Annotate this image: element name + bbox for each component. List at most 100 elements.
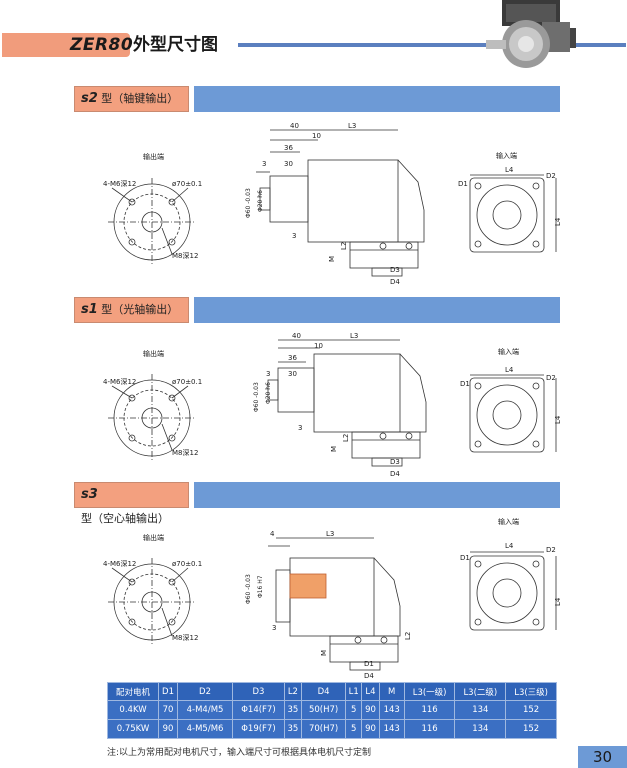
dim-m: M xyxy=(328,256,336,262)
dim-l2: L2 xyxy=(340,242,348,250)
col-d2: D2 xyxy=(176,682,234,701)
dim-l4: L4 xyxy=(505,366,514,374)
col-l3-stage2: L3(二级) xyxy=(454,682,507,701)
dim-d2: D2 xyxy=(546,172,556,180)
dim-36: 36 xyxy=(288,354,297,362)
dim-3a: 3 xyxy=(272,624,276,632)
dim-3b: 3 xyxy=(292,232,296,240)
table-header-row: 配对电机 D1 D2 D3 L2 D4 L1 L4 M L3(一级) L3(二级… xyxy=(106,682,557,701)
footnote: 注:以上为常用配对电机尺寸，输入端尺寸可根据具体电机尺寸定制 xyxy=(107,748,372,758)
motor-adapter xyxy=(329,635,399,663)
table-row: 0.4KW 70 4-M4/M5 Φ14(F7) 35 50(H7) 5 90 … xyxy=(106,700,557,720)
input-flange-circle xyxy=(476,562,538,624)
header-rule xyxy=(238,43,626,47)
dim-40: 40 xyxy=(292,332,301,340)
dim-m: M xyxy=(330,446,338,452)
dim-d1: D1 xyxy=(458,180,468,188)
dim-30: 30 xyxy=(284,160,293,168)
page-title: 外型尺寸图 xyxy=(133,35,218,55)
input-flange-circle xyxy=(476,184,538,246)
table-cell: 0.4KW xyxy=(106,700,160,720)
adapter-hole xyxy=(405,432,413,440)
corner-hole xyxy=(532,382,540,390)
shaft-side xyxy=(267,379,279,401)
bolt-hole xyxy=(128,578,136,586)
leader-line xyxy=(161,423,173,451)
dim-d2: D2 xyxy=(546,374,556,382)
dim-l3: L3 xyxy=(348,122,356,130)
section-bar xyxy=(194,297,560,323)
corner-hole xyxy=(532,560,540,568)
section-code: s2 xyxy=(81,91,98,106)
table-cell: 50(H7) xyxy=(301,700,347,720)
dim-l4: L4 xyxy=(505,542,514,550)
adapter-hole xyxy=(379,242,387,250)
shaft-side xyxy=(259,187,271,211)
hole-spec-a: 4-M6深12 xyxy=(103,377,136,386)
col-motor: 配对电机 xyxy=(106,682,160,701)
section-code: s3 xyxy=(81,487,98,502)
dim-shaft-b: Φ20 h6 xyxy=(257,190,264,212)
dim-d4: D4 xyxy=(364,672,374,680)
col-d4: D4 xyxy=(301,682,347,701)
table-cell: 35 xyxy=(283,719,303,739)
dim-shaft-b: Φ16 H7 xyxy=(257,575,264,598)
dim-l3: L3 xyxy=(326,530,334,538)
table-cell: 4-M4/M5 xyxy=(176,700,234,720)
table-cell: 90 xyxy=(158,719,178,739)
table-cell: 116 xyxy=(403,700,456,720)
section-bar xyxy=(194,86,560,112)
table-cell: 152 xyxy=(505,719,557,739)
input-flange-square xyxy=(469,555,545,631)
dim-d2: D2 xyxy=(546,546,556,554)
table-cell: Φ19(F7) xyxy=(232,719,285,739)
dim-l2: L2 xyxy=(342,434,350,442)
table-cell: 134 xyxy=(454,700,507,720)
output-end-label: 输出端 xyxy=(143,533,164,542)
col-l2: L2 xyxy=(283,682,303,701)
corner-hole xyxy=(474,182,482,190)
bolt-hole xyxy=(168,434,176,442)
dim-l4: L4 xyxy=(505,166,514,174)
table-cell: 70(H7) xyxy=(301,719,347,739)
dim-d4: D4 xyxy=(390,278,400,286)
table-cell: 90 xyxy=(361,700,380,720)
corner-hole xyxy=(532,240,540,248)
bolt-hole xyxy=(168,238,176,246)
corner-hole xyxy=(474,560,482,568)
bolt-hole xyxy=(128,394,136,402)
dim-36: 36 xyxy=(284,144,293,152)
section-code: s1 xyxy=(81,302,98,317)
bolt-hole xyxy=(128,618,136,626)
pcd-spec: ø70±0.1 xyxy=(172,180,202,188)
leader-line xyxy=(161,227,173,255)
hole-spec-b: M8深12 xyxy=(172,251,198,260)
table-cell: 143 xyxy=(378,700,405,720)
adapter-base xyxy=(349,661,381,671)
dim-shaft-a: Φ60 -0.03 xyxy=(253,382,260,412)
section-label: 型（轴键输出） xyxy=(101,92,179,105)
col-l1: L1 xyxy=(345,682,363,701)
input-bore xyxy=(492,400,522,430)
dim-l3: L3 xyxy=(350,332,358,340)
table-cell: 116 xyxy=(403,719,456,739)
col-l4: L4 xyxy=(361,682,380,701)
housing-side xyxy=(313,353,401,433)
flange-side xyxy=(269,175,309,223)
housing-side xyxy=(307,159,399,243)
adapter-hole xyxy=(380,636,388,644)
dim-l4-vertical: L4 xyxy=(554,415,562,424)
s2-drawings: 输出端 4-M6深12 ø70±0.1 M8深12 xyxy=(103,122,562,286)
dim-shaft-a: Φ60 -0.03 xyxy=(245,574,252,604)
table-cell: Φ14(F7) xyxy=(232,700,285,720)
output-end-label: 输出端 xyxy=(143,152,164,161)
input-flange-square xyxy=(469,177,545,253)
leader-line xyxy=(111,385,133,399)
input-bore xyxy=(492,200,522,230)
col-d1: D1 xyxy=(158,682,178,701)
adapter-base xyxy=(371,267,403,277)
table-cell: 5 xyxy=(345,700,363,720)
input-flange-circle xyxy=(476,384,538,446)
dim-4: 4 xyxy=(270,530,275,538)
